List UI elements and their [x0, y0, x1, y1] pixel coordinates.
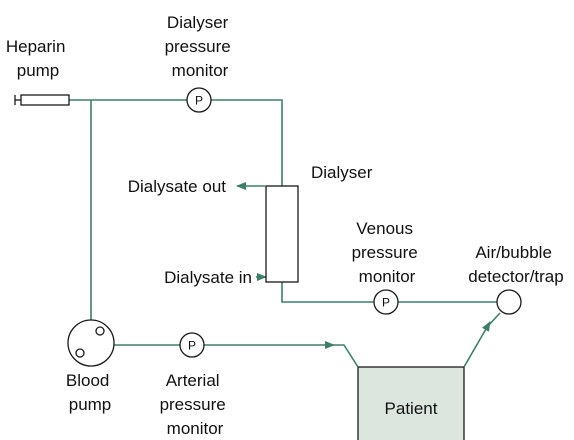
- arterial-pressure-monitor-label: Arterial pressure monitor: [160, 371, 231, 438]
- dialyser-outflow-line: [281, 282, 375, 303]
- blood-pump-label: Blood pump: [66, 371, 114, 414]
- venous-pressure-monitor-icon: P: [373, 289, 399, 315]
- arterial-pressure-monitor-symbol: P: [188, 339, 196, 353]
- dialyser-label: Dialyser: [311, 163, 373, 182]
- return-line-end: [487, 312, 501, 327]
- dialyser-cartridge: [265, 185, 299, 283]
- patient-box: [357, 366, 465, 440]
- patient-inflow-line: [334, 344, 359, 368]
- patient-label: Patient: [385, 399, 438, 418]
- air-bubble-detector-icon: [496, 289, 522, 315]
- dialyser-pressure-monitor-symbol: P: [195, 94, 203, 108]
- dialysate-in-label: Dialysate in: [164, 268, 252, 287]
- air-bubble-detector-label: Air/bubble detector/trap: [468, 243, 563, 286]
- venous-pressure-monitor-label: Venous pressure monitor: [352, 219, 423, 286]
- return-line: [463, 321, 491, 368]
- blood-pump-icon: [67, 319, 115, 367]
- dialysate-out-label: Dialysate out: [128, 177, 227, 196]
- heparin-pump-label: Heparin pump: [6, 37, 70, 80]
- venous-pressure-monitor-symbol: P: [382, 296, 390, 310]
- heparin-pump-syringe-icon: [14, 94, 70, 106]
- dialyser-inflow-line: [211, 99, 283, 186]
- arterial-pressure-monitor-icon: P: [179, 332, 205, 358]
- dialyser-pressure-monitor-label: Dialyser pressure monitor: [165, 13, 236, 80]
- dialyser-pressure-monitor-icon: P: [186, 87, 212, 113]
